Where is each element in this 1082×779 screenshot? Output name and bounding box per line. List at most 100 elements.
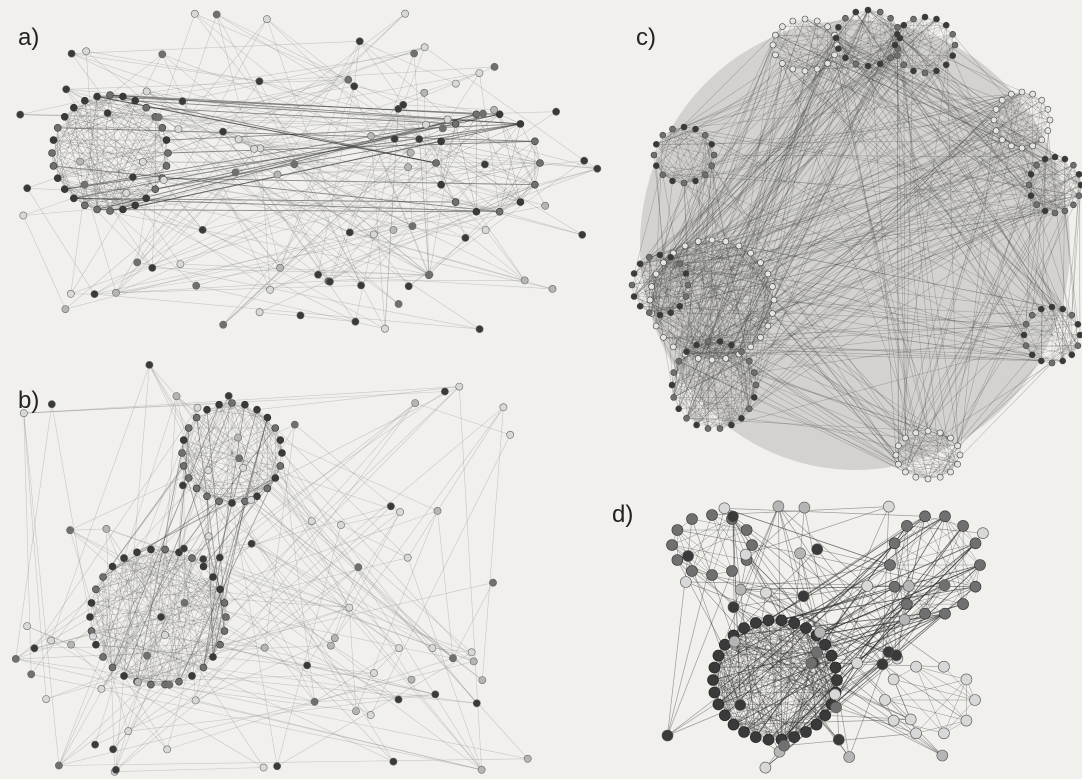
edge bbox=[867, 9, 898, 35]
edge bbox=[896, 585, 945, 656]
cluster-edge bbox=[256, 409, 276, 479]
peripheral-node bbox=[898, 613, 911, 626]
cluster-node bbox=[800, 622, 812, 634]
edge bbox=[176, 396, 482, 770]
edge bbox=[277, 166, 409, 175]
cluster-node bbox=[957, 598, 969, 610]
edge bbox=[696, 68, 818, 426]
edge bbox=[178, 427, 190, 553]
cluster-edge bbox=[1051, 315, 1073, 364]
edge bbox=[633, 296, 755, 373]
edge bbox=[196, 168, 598, 286]
edge bbox=[685, 351, 742, 355]
cluster-edge bbox=[1002, 93, 1033, 101]
edge bbox=[683, 44, 896, 128]
cluster-edge bbox=[945, 34, 953, 65]
cluster-node bbox=[93, 205, 101, 214]
cluster-edge bbox=[804, 18, 835, 36]
edge bbox=[223, 141, 442, 325]
cluster-node bbox=[752, 381, 760, 389]
edge bbox=[15, 549, 152, 660]
edge bbox=[183, 465, 221, 590]
edge bbox=[106, 528, 264, 768]
edge bbox=[734, 641, 785, 746]
edge bbox=[685, 145, 1033, 297]
cluster-edge bbox=[1001, 93, 1033, 140]
edge bbox=[317, 201, 521, 275]
cluster-edge bbox=[206, 488, 268, 497]
cluster-edge bbox=[772, 34, 835, 46]
cluster-edge bbox=[150, 549, 221, 590]
edge bbox=[683, 55, 898, 184]
peripheral-node bbox=[759, 761, 772, 774]
cluster-edge bbox=[634, 284, 689, 297]
cluster-edge bbox=[805, 627, 832, 656]
cluster-edge bbox=[57, 96, 124, 129]
cluster-edge bbox=[656, 144, 696, 182]
edge bbox=[834, 34, 1025, 336]
edge bbox=[827, 26, 1073, 316]
edge bbox=[783, 662, 814, 746]
cluster-edge bbox=[1023, 334, 1053, 364]
edge bbox=[882, 525, 908, 665]
cluster-edge bbox=[649, 299, 751, 348]
edge bbox=[827, 63, 929, 432]
edge bbox=[114, 616, 162, 772]
edge bbox=[425, 124, 466, 238]
cluster-node bbox=[48, 149, 56, 157]
edge bbox=[936, 18, 1063, 310]
edge bbox=[725, 48, 898, 242]
edge bbox=[455, 201, 583, 236]
edge bbox=[667, 570, 733, 736]
edge bbox=[71, 53, 521, 203]
cluster-edge bbox=[889, 516, 926, 566]
edge bbox=[267, 488, 359, 568]
edge bbox=[102, 576, 350, 608]
edge bbox=[740, 589, 804, 597]
cluster-edge bbox=[943, 699, 976, 734]
cluster-node bbox=[184, 424, 193, 432]
cluster-edge bbox=[196, 417, 220, 502]
cluster-node bbox=[738, 414, 745, 422]
cluster-edge bbox=[671, 384, 742, 419]
cluster-node bbox=[990, 116, 998, 124]
cluster-edge bbox=[91, 576, 214, 604]
peripheral-node bbox=[389, 757, 398, 766]
cluster-node bbox=[650, 151, 658, 159]
cluster-edge bbox=[897, 18, 937, 56]
cluster-node bbox=[727, 718, 740, 731]
cluster-edge bbox=[893, 679, 945, 734]
cluster-edge bbox=[655, 273, 664, 338]
edge bbox=[656, 273, 1072, 356]
cluster-edge bbox=[1044, 195, 1080, 212]
cluster-edge bbox=[53, 100, 136, 167]
peripheral-node bbox=[145, 360, 154, 369]
cluster-edge bbox=[671, 384, 755, 398]
cluster-node bbox=[179, 462, 188, 470]
cluster-edge bbox=[673, 245, 686, 347]
edge bbox=[713, 154, 1056, 158]
cluster-edge bbox=[64, 116, 167, 141]
edge bbox=[725, 25, 905, 359]
cluster-edge bbox=[1051, 309, 1063, 364]
edge bbox=[115, 166, 409, 294]
cluster-edge bbox=[183, 404, 246, 467]
edge bbox=[222, 138, 420, 325]
edge bbox=[655, 145, 1012, 275]
cluster-edge bbox=[750, 253, 761, 338]
cluster-node bbox=[671, 554, 684, 566]
peripheral-node bbox=[794, 547, 806, 560]
cluster-node bbox=[648, 283, 655, 290]
edge bbox=[633, 257, 650, 297]
cluster-edge bbox=[631, 284, 680, 307]
cluster-edge bbox=[188, 427, 276, 479]
edge bbox=[649, 210, 1046, 313]
cluster-edge bbox=[150, 552, 180, 685]
edge bbox=[359, 41, 456, 125]
peripheral-node bbox=[330, 634, 339, 643]
cluster-edge bbox=[96, 96, 167, 141]
edge bbox=[340, 524, 408, 558]
cluster-edge bbox=[123, 675, 166, 685]
edge bbox=[402, 47, 425, 105]
peripheral-node bbox=[250, 144, 259, 153]
